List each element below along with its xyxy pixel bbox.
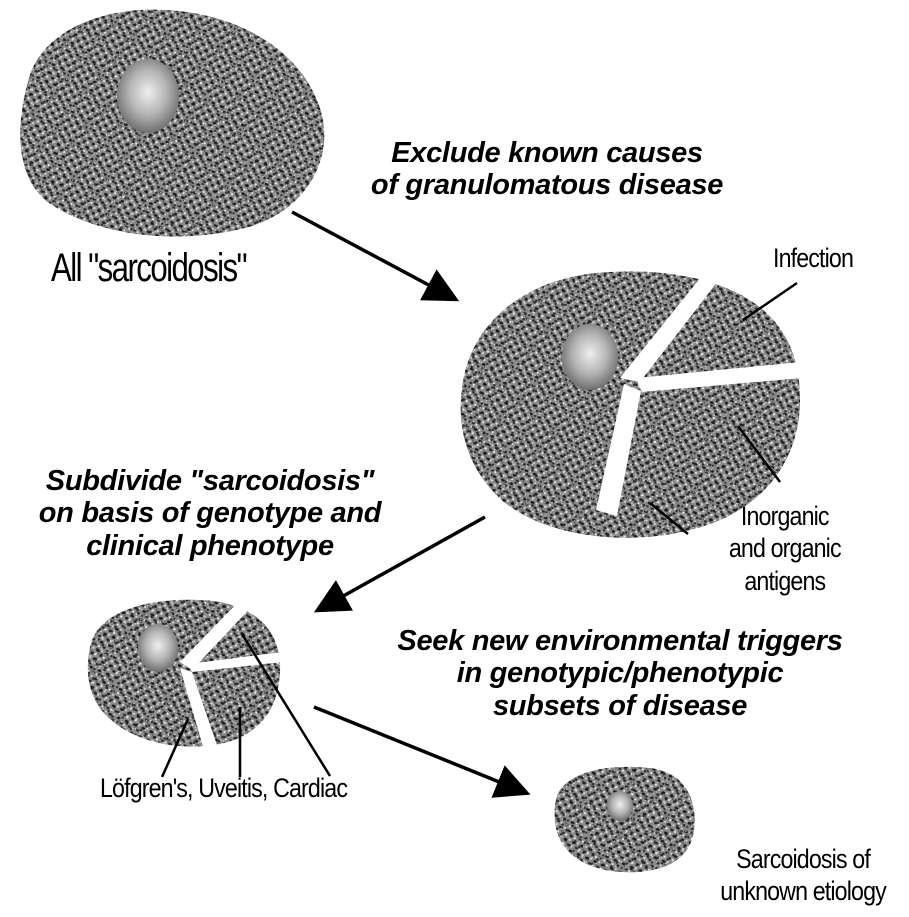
label-antigens-line-2: and organic [716,532,854,564]
label-antigens: Inorganic and organic antigens [716,500,854,597]
step-subdivide-line-1: Subdivide "sarcoidosis" [0,465,420,497]
step-seek-line-1: Seek new environmental triggers [370,625,870,657]
arrow-exclude [292,212,453,298]
step-exclude-causes: Exclude known causes of granulomatous di… [332,137,762,202]
granuloma-all [20,10,324,237]
label-unknown-etiology: Sarcoidosis of unknown etiology [702,843,904,908]
step-exclude-line-2: of granulomatous disease [332,169,762,201]
step-subdivide-line-3: clinical phenotype [0,530,420,562]
step-exclude-line-1: Exclude known causes [332,137,762,169]
label-subtypes: Löfgren's, Uveitis, Cardiac [100,773,347,803]
label-antigens-line-3: antigens [716,565,854,597]
step-seek-line-3: subsets of disease [370,690,870,722]
granuloma-partitioned [461,272,802,538]
step-seek-line-2: in genotypic/phenotypic [370,657,870,689]
step-subdivide-line-2: on basis of genotype and [0,497,420,529]
label-infection: Infection [773,243,853,273]
label-unknown-line-2: unknown etiology [702,875,904,907]
label-all-sarcoidosis: All "sarcoidosis" [51,246,246,291]
step-subdivide: Subdivide "sarcoidosis" on basis of geno… [0,465,420,562]
granuloma-unknown [555,767,695,872]
label-antigens-line-1: Inorganic [716,500,854,532]
label-unknown-line-1: Sarcoidosis of [702,843,904,875]
step-seek-triggers: Seek new environmental triggers in genot… [370,625,870,722]
